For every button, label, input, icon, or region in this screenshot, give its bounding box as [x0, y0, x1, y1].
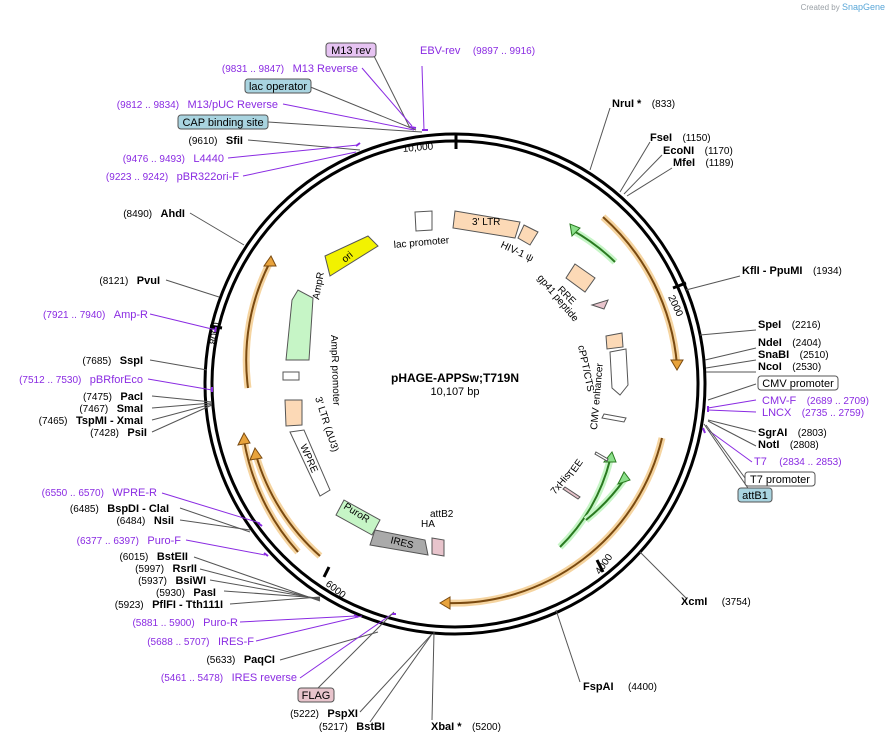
- box-cap-binding-site: CAP binding site: [182, 117, 263, 129]
- ampr-promoter-feature: [282, 371, 300, 381]
- site-sfii: (9610) SfiI: [189, 131, 243, 148]
- ltr-du3-feature: [284, 399, 303, 427]
- inner-features: [282, 210, 629, 557]
- ires-feature: [369, 529, 429, 556]
- tick-10000: 10,000: [402, 141, 434, 155]
- primer-puro-f: (6377 .. 6397) Puro-F: [77, 531, 182, 548]
- primer-t7: T7 (2834 .. 2853): [754, 452, 842, 469]
- primer-ires-reverse: (5461 .. 5478) IRES reverse: [161, 668, 297, 685]
- site-sspi: (7685) SspI: [82, 351, 143, 368]
- site-labels: NruI * (833) FseI (1150) EcoNI (1170) Mf…: [39, 94, 842, 734]
- site-bspdi-clai: (6485) BspDI - ClaI: [70, 499, 169, 516]
- ha-label: HA: [421, 519, 435, 530]
- site-sgrai: SgrAI (2803): [758, 423, 827, 440]
- box-t7-promoter: T7 promoter: [750, 474, 810, 486]
- ori-label: ori: [340, 250, 356, 266]
- site-pasi: (5930) PasI: [156, 583, 216, 600]
- wpre-feature: [289, 429, 331, 497]
- site-bsteii: (6015) BstEII: [119, 547, 188, 564]
- box-flag: FLAG: [302, 690, 331, 702]
- primer-wpre-r: (6550 .. 6570) WPRE-R: [42, 483, 157, 500]
- site-bsiwi: (5937) BsiWI: [138, 571, 206, 588]
- ampr-label: AmpR: [311, 271, 327, 300]
- primer-marks: [211, 126, 709, 618]
- orf-arcs: [240, 214, 681, 607]
- site-paqci: (5633) PaqCI: [206, 650, 275, 667]
- site-psii: (7428) PsiI: [90, 423, 147, 440]
- credit-text: Created by: [800, 3, 840, 12]
- primer-lncx: LNCX (2735 .. 2759): [762, 403, 864, 420]
- green-arrowheads: [569, 223, 631, 485]
- plasmid-name: pHAGE-APPSw;T719N: [391, 371, 519, 385]
- snapgene-logo: SnapGene: [841, 2, 885, 12]
- site-pspxi: (5222) PspXI: [290, 704, 358, 721]
- leader-lines: [147, 51, 757, 723]
- cmv-promoter-feature: [601, 413, 627, 423]
- cppt-feature: [605, 332, 624, 350]
- tick-8000: 8000: [208, 321, 223, 345]
- site-fsei: FseI (1150): [650, 128, 711, 145]
- primer-ires-f: (5688 .. 5707) IRES-F: [147, 632, 254, 649]
- primer-amp-r: (7921 .. 7940) Amp-R: [43, 305, 148, 322]
- site-kfli-ppumi: KflI - PpuMI (1934): [742, 261, 842, 278]
- site-xbai: XbaI * (5200): [431, 717, 501, 734]
- lac-promoter-label: lac promoter: [393, 235, 450, 251]
- primer-cmv-f: CMV-F (2689 .. 2709): [762, 391, 869, 408]
- site-pvui: (8121) PvuI: [99, 271, 160, 288]
- cmv-enhancer-feature: [609, 348, 629, 396]
- site-snabi: SnaBI (2510): [758, 345, 829, 362]
- orf-arrowheads: [237, 255, 684, 610]
- lac-promoter-feature: [414, 210, 433, 232]
- box-attb1: attB1: [742, 490, 768, 502]
- site-paci: (7475) PacI: [83, 387, 143, 404]
- site-ncoi: NcoI (2530): [758, 357, 821, 374]
- gp41-feature: [590, 299, 609, 310]
- puror-feature: [335, 499, 381, 536]
- site-xcmi: XcmI (3754): [681, 592, 751, 609]
- plasmid-size: 10,107 bp: [431, 386, 480, 398]
- site-ndei: NdeI (2404): [758, 333, 821, 350]
- site-ahdi: (8490) AhdI: [123, 204, 185, 221]
- primer-labels: EBV-rev (9897 .. 9916) (9831 .. 9847) M1…: [19, 41, 869, 685]
- primer-m13-puc-reverse: (9812 .. 9834) M13/pUC Reverse: [117, 95, 278, 112]
- ltr3-feature: [452, 210, 521, 239]
- site-mfei: MfeI (1189): [673, 153, 734, 170]
- ampr-promoter-label: AmpR promoter: [328, 335, 341, 407]
- primer-l4440: (9476 .. 9493) L4440: [123, 149, 224, 166]
- tick-4000: 4000: [593, 552, 615, 577]
- site-econi: EcoNI (1170): [663, 141, 733, 158]
- boxed-labels: M13 rev lac operator CAP binding site CM…: [177, 42, 839, 703]
- his-feature: [562, 486, 581, 500]
- attb2-label: attB2: [430, 509, 454, 520]
- psi-feature: [517, 224, 539, 246]
- primer-m13-reverse: (9831 .. 9847) M13 Reverse: [222, 59, 358, 76]
- attb2-feature: [431, 537, 445, 557]
- rre-feature: [565, 263, 596, 293]
- primer-ebv-rev: EBV-rev (9897 .. 9916): [420, 41, 535, 58]
- primer-puro-r: (5881 .. 5900) Puro-R: [132, 613, 238, 630]
- site-fspai: FspAI (4400): [583, 677, 657, 694]
- box-cmv-promoter: CMV promoter: [762, 378, 834, 390]
- ltr3-label: 3' LTR: [472, 217, 500, 228]
- site-smai: (7467) SmaI: [79, 399, 143, 416]
- ori-feature: [324, 235, 379, 277]
- site-rsrii: (5997) RsrII: [135, 559, 197, 576]
- site-pflfi-tth111i: (5923) PflFI - Tth111I: [115, 595, 223, 612]
- primer-pbr322ori-f: (9223 .. 9242) pBR322ori-F: [106, 167, 239, 184]
- box-lac-operator: lac operator: [249, 81, 307, 93]
- site-nrui: NruI * (833): [612, 94, 675, 111]
- box-m13-rev: M13 rev: [331, 45, 371, 57]
- primer-pbrforeco: (7512 .. 7530) pBRforEco: [19, 370, 143, 387]
- site-nsii: (6484) NsiI: [116, 511, 174, 528]
- site-spei: SpeI (2216): [758, 315, 821, 332]
- credit: Created by SnapGene: [801, 2, 885, 12]
- ampr-feature: [285, 289, 314, 361]
- site-bstbi: (5217) BstBI: [319, 717, 385, 734]
- tee-feature: [594, 451, 609, 462]
- site-noti: NotI (2808): [758, 435, 819, 452]
- site-tspmi-xmai: (7465) TspMI - XmaI: [39, 411, 143, 428]
